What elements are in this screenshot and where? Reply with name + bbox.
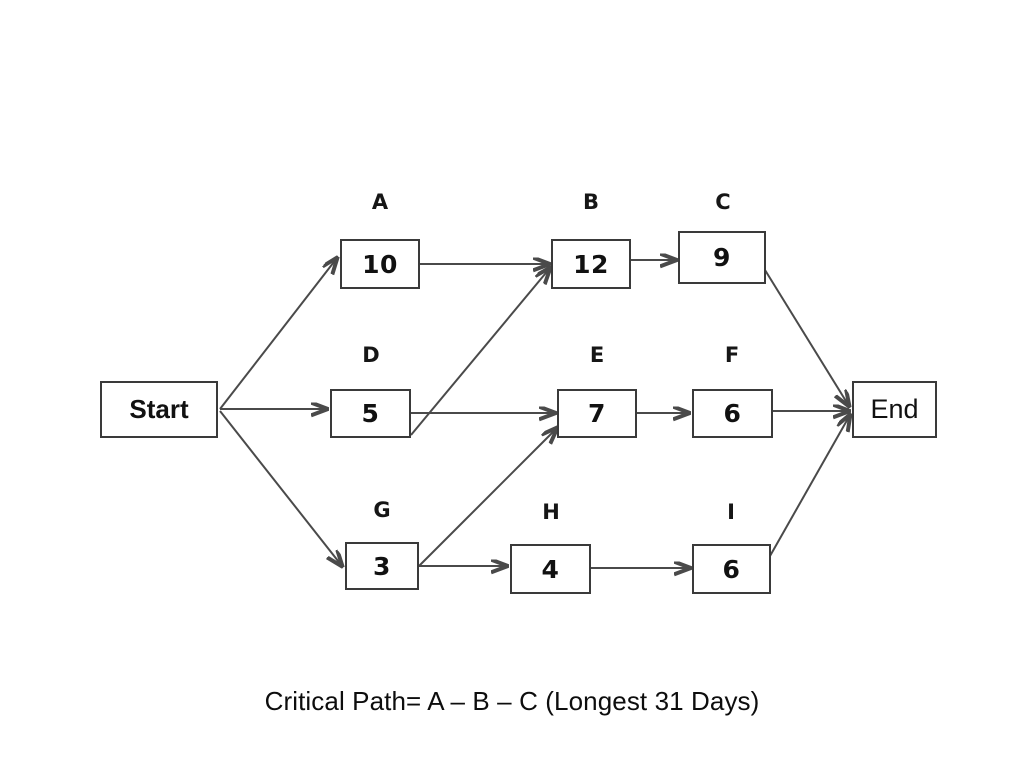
node-h-duration: 4 [541,554,560,584]
edge-start-a [219,258,337,410]
node-label-a: A [371,190,389,214]
node-c-duration: 9 [713,243,731,272]
edge-c-end [764,269,849,406]
node-start[interactable]: Start [100,381,218,438]
node-label-h: H [542,500,560,524]
node-d[interactable]: 5 [330,389,411,438]
node-b-duration: 12 [573,249,609,279]
edge-d-b [410,268,550,436]
node-end[interactable]: End [852,381,937,438]
node-e-duration: 7 [588,399,606,428]
edge-i-end [769,415,850,557]
node-a-duration: 10 [362,249,398,279]
edge-start-g [219,410,342,566]
node-end-label: End [870,394,919,424]
node-h[interactable]: 4 [510,544,591,594]
node-f[interactable]: 6 [692,389,773,438]
node-g-duration: 3 [373,551,391,581]
node-label-f: F [724,343,740,367]
node-label-d: D [362,343,380,367]
node-d-duration: 5 [361,399,380,428]
node-label-i: I [727,500,735,524]
node-a[interactable]: 10 [340,239,420,289]
node-e[interactable]: 7 [557,389,637,438]
node-c[interactable]: 9 [678,231,766,284]
node-label-e: E [589,343,605,367]
node-i[interactable]: 6 [692,544,771,594]
node-g[interactable]: 3 [345,542,419,590]
node-label-g: G [373,498,391,522]
node-i-duration: 6 [722,554,741,584]
node-label-c: C [715,190,731,214]
node-b[interactable]: 12 [551,239,631,289]
node-label-b: B [582,190,599,214]
node-start-label: Start [129,394,189,424]
critical-path-caption: Critical Path= A – B – C (Longest 31 Day… [264,686,760,716]
node-f-duration: 6 [723,399,742,428]
